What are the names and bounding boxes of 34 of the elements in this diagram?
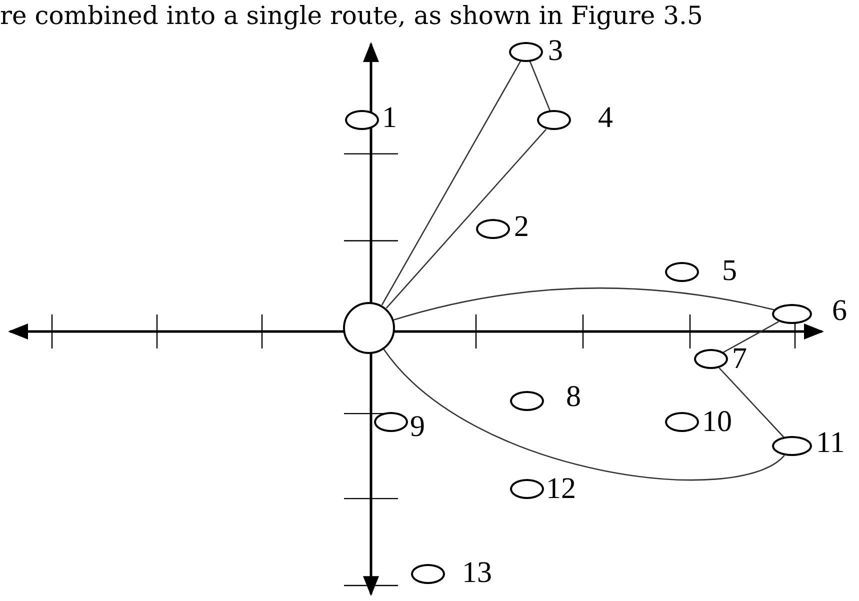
route-line [723,321,779,353]
location-ellipse [694,349,728,370]
location-ellipse [537,110,571,130]
location-ellipse [476,219,510,240]
location-ellipse [772,436,812,456]
location-ellipse [772,304,812,324]
node-number: 2 [514,212,529,242]
route-line [381,60,522,306]
location-ellipse [665,412,699,432]
location-ellipse [510,479,544,500]
node-number: 12 [546,474,576,504]
location-ellipse [510,391,544,412]
node-number: 7 [732,344,747,374]
node-number: 3 [548,36,563,66]
node-number: 5 [722,256,737,286]
node-number: 10 [702,406,732,437]
route-line [718,367,784,438]
node-number: 4 [598,103,613,134]
location-ellipse [345,110,379,130]
location-ellipse [509,42,543,62]
node-number: 1 [382,103,397,134]
location-ellipse [411,564,445,584]
node-number: 9 [410,412,425,442]
node-number: 6 [832,296,847,326]
location-ellipse [374,412,408,432]
node-number: 8 [566,382,581,412]
route-line [383,348,785,480]
node-number: 13 [462,558,492,588]
node-number: 11 [816,428,845,458]
location-ellipse [665,262,699,282]
route-line [529,61,551,111]
route-line [386,128,547,309]
depot-circle [343,302,395,354]
route-line [394,288,774,321]
